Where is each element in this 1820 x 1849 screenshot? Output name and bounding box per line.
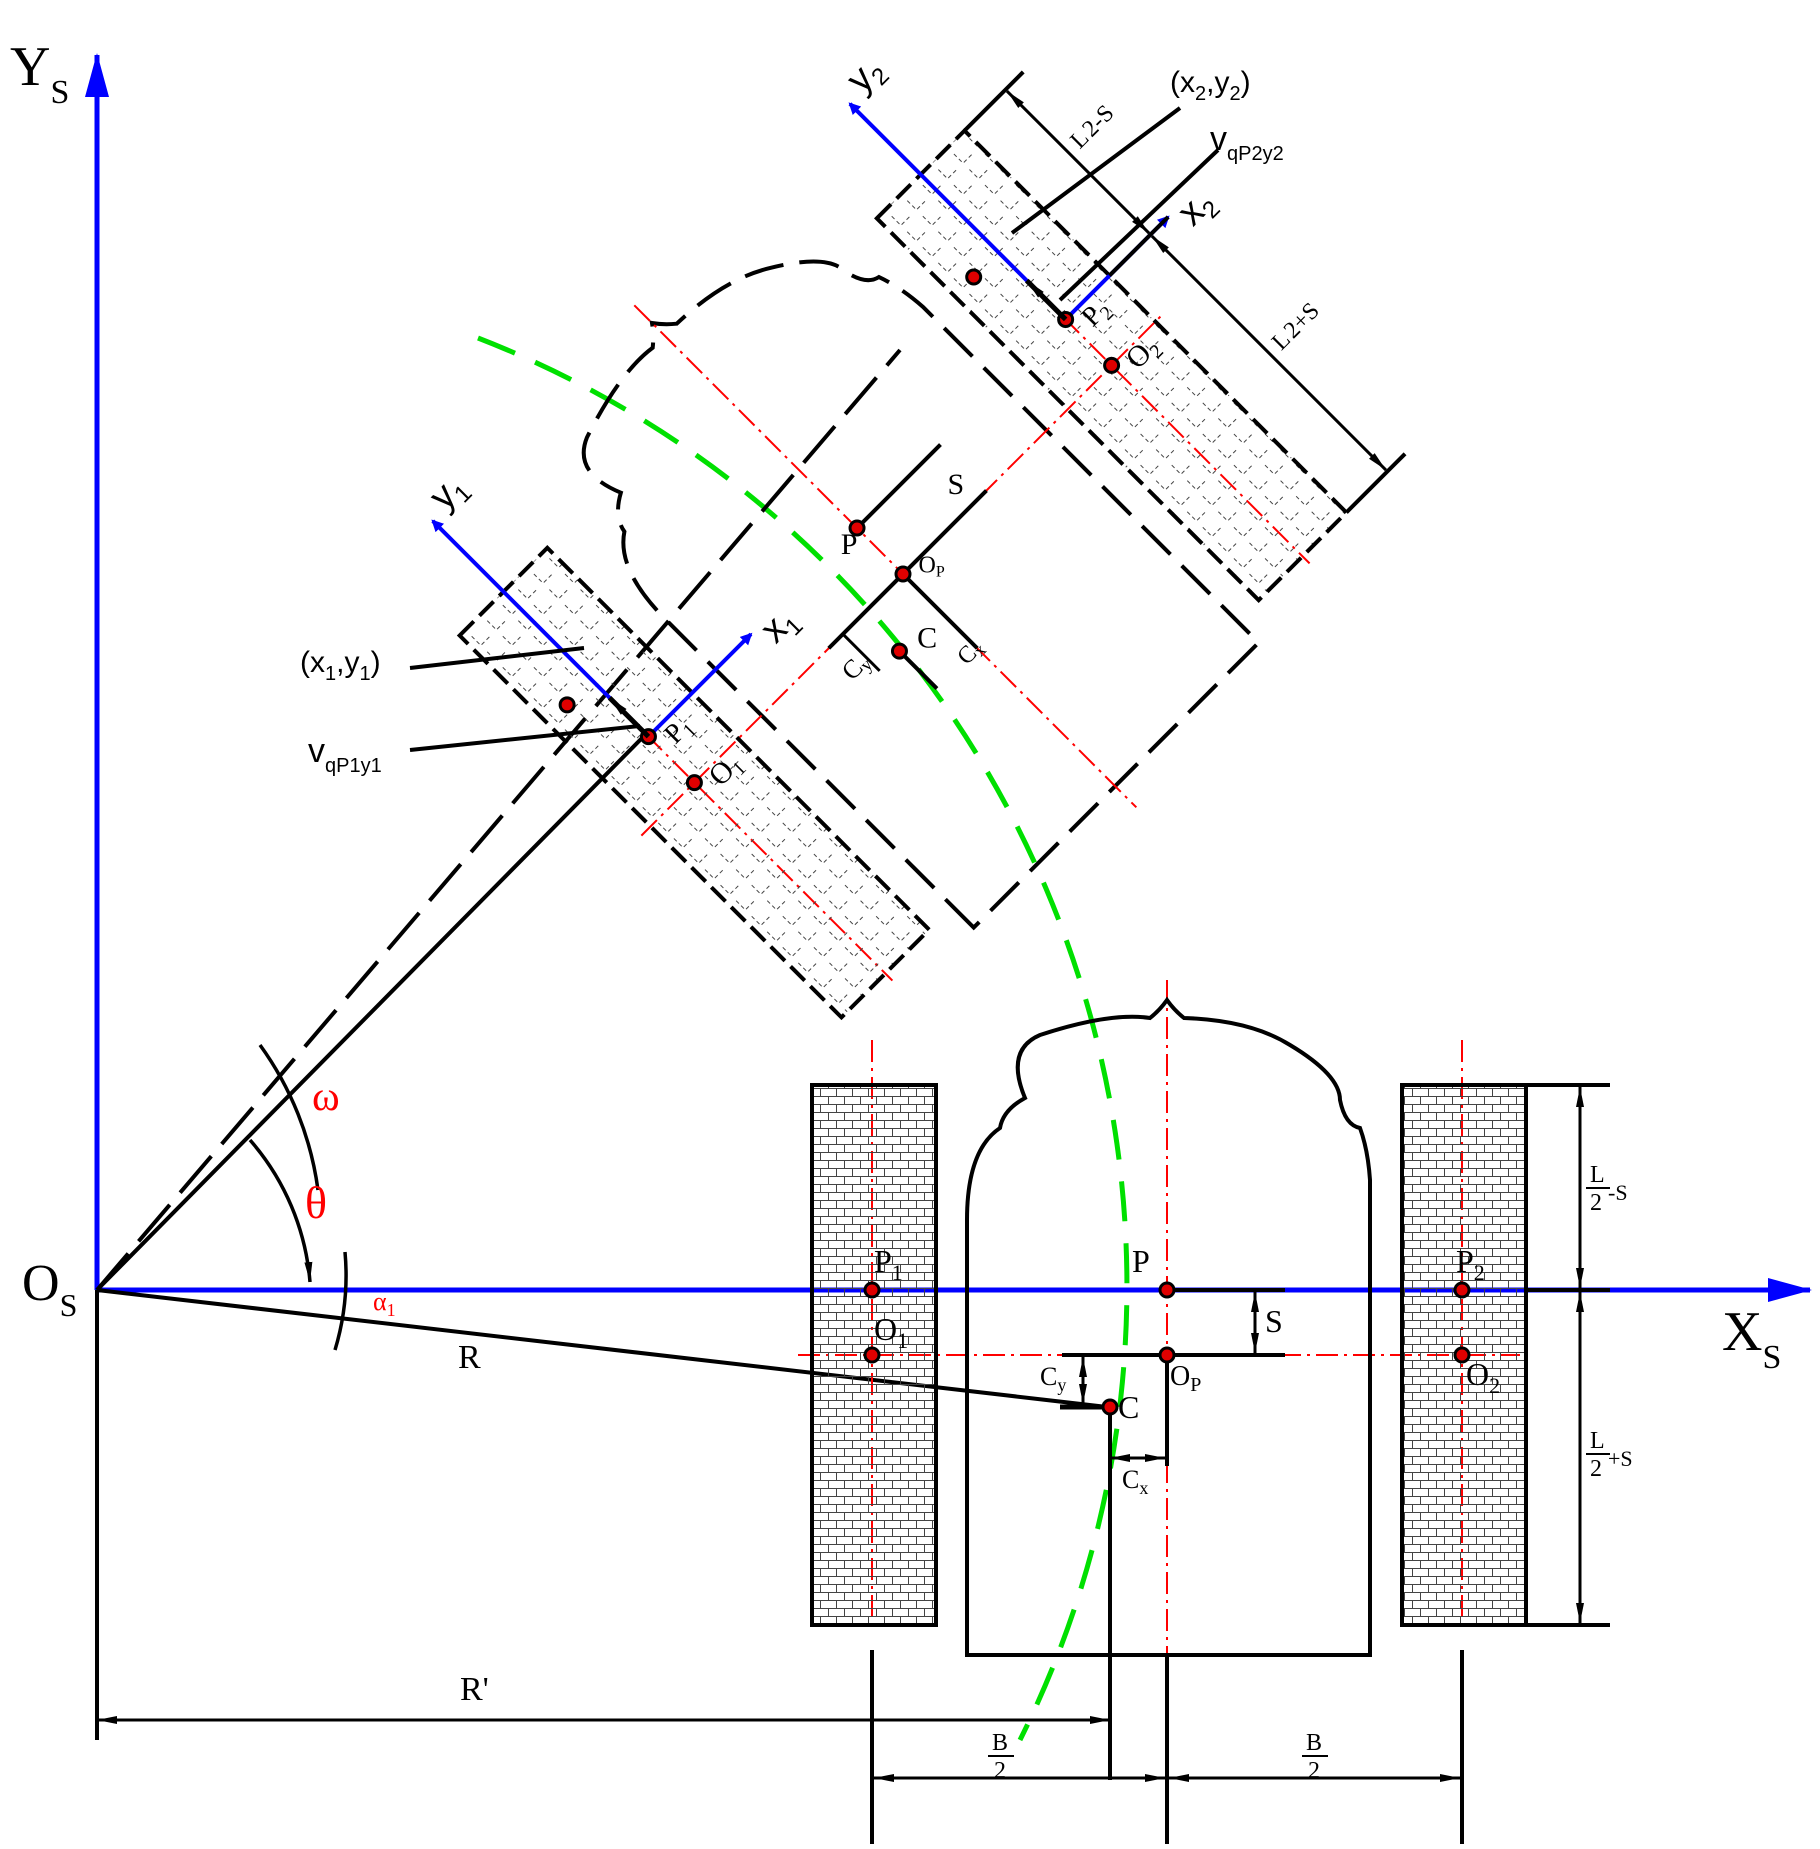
- os-to-p1-ray: [95, 732, 648, 1292]
- straight-p1-label: P1: [874, 1243, 903, 1285]
- rotated-label-l-plus-s: L2+S: [1267, 298, 1325, 356]
- rotated-label-op: OP: [919, 553, 945, 581]
- rotated-centre-dashed-ray: [95, 348, 902, 1292]
- xy2-label: (x2,y2): [1170, 66, 1251, 105]
- r-prime-label: R': [460, 1671, 489, 1708]
- vq1-label: vqP1y1: [308, 732, 382, 777]
- radius-r-line: [96, 1288, 1108, 1409]
- rotated-dim-top-ext: [963, 70, 1025, 133]
- rotated-label-y2: y2: [839, 48, 895, 104]
- fraction-b-right-den: 2: [1308, 1758, 1320, 1784]
- point-c: [1101, 1398, 1119, 1416]
- point-op: [1158, 1346, 1176, 1364]
- fraction-l-minus-s-suffix: -S: [1608, 1180, 1628, 1205]
- straight-vehicle: [798, 980, 1528, 1780]
- xy1-leader: [409, 646, 585, 670]
- rotated-vehicle-centre-line: [633, 304, 1138, 809]
- rotated-point-o1: [685, 774, 703, 792]
- rotated-op-vertical: [901, 572, 979, 650]
- rotated-point-o2: [1103, 356, 1121, 374]
- straight-o1-label: O1: [874, 1311, 908, 1353]
- leader-lines: [409, 106, 1220, 752]
- rotated-l-minus-s-dim: [1005, 89, 1151, 235]
- vehicle-body-outline: [965, 996, 1372, 1657]
- rotated-label-c: C: [917, 622, 937, 655]
- fraction-l-plus-s-den: 2: [1590, 1456, 1602, 1482]
- r-label: R: [458, 1339, 481, 1376]
- fraction-b-left-den: 2: [994, 1758, 1006, 1784]
- xs-label: XS: [1722, 1301, 1781, 1376]
- rotated-label-cy: Cy: [836, 647, 877, 688]
- rotated-cy-line: [841, 633, 881, 672]
- fraction-b-left-num: B: [992, 1730, 1008, 1756]
- rotated-point-c: [890, 642, 908, 660]
- rotated-c-vertical: [898, 649, 939, 690]
- vq2-leader: [1058, 148, 1220, 302]
- rotated-point-xy1: [558, 696, 576, 714]
- fraction-b-left: B 2: [988, 1730, 1014, 1784]
- fraction-l-plus-s-num: L: [1590, 1428, 1605, 1454]
- x1-axis: [647, 632, 753, 739]
- straight-p-label: P: [1132, 1243, 1150, 1279]
- turning-arc: [477, 335, 1130, 1742]
- point-p: [1158, 1281, 1176, 1299]
- vq2-label: vqP2y2: [1210, 120, 1284, 165]
- point-p1: [863, 1281, 881, 1299]
- omega-label: ω: [312, 1074, 340, 1120]
- fraction-l-minus-s-den: 2: [1590, 1190, 1602, 1216]
- omega-arc: [258, 1043, 320, 1191]
- xy2-leader: [1010, 106, 1182, 235]
- fraction-b-right-num: B: [1306, 1730, 1322, 1756]
- straight-op-label: OP: [1170, 1361, 1201, 1396]
- rotated-label-s: S: [948, 468, 965, 501]
- vq1-vector: [607, 695, 651, 739]
- vq2-vector: [1024, 278, 1068, 322]
- fraction-b-right: B 2: [1302, 1730, 1328, 1784]
- alpha-label: α1: [373, 1287, 396, 1320]
- alpha-arc: [333, 1251, 348, 1351]
- angle-lines: [95, 348, 1108, 1409]
- rotated-label-x1: x1: [752, 598, 808, 654]
- rotated-body-outline: [581, 259, 1262, 931]
- rotated-p-offset: [855, 443, 942, 530]
- point-o2: [1453, 1346, 1471, 1364]
- dimensions: [97, 1083, 1610, 1844]
- straight-c-label: C: [1118, 1389, 1139, 1425]
- rotated-point-op: [894, 565, 912, 583]
- straight-s-label: S: [1265, 1303, 1283, 1339]
- rotated-label-y1: y1: [421, 466, 477, 522]
- rotated-dim-axis-ext: [1108, 215, 1170, 278]
- straight-o2-label: O2: [1466, 1356, 1500, 1398]
- fraction-l-plus-s-suffix: +S: [1608, 1446, 1633, 1471]
- ys-label: YS: [10, 36, 69, 111]
- straight-p2-label: P2: [1456, 1243, 1485, 1285]
- straight-cx-label: Cx: [1122, 1465, 1148, 1498]
- point-o1: [863, 1346, 881, 1364]
- global-axes: [85, 53, 1812, 1740]
- os-label: OS: [22, 1255, 77, 1323]
- rotated-dim-bottom-ext: [1344, 452, 1407, 514]
- rotated-label-l-minus-s: L2-S: [1066, 100, 1120, 154]
- rotated-point-p: [848, 519, 866, 537]
- vq1-leader: [409, 724, 641, 752]
- rotated-l-plus-s-dim: [1150, 234, 1388, 472]
- rotated-point-xy2: [965, 268, 983, 286]
- xy1-label: (x1,y1): [300, 646, 381, 685]
- fraction-l-plus-s: L 2 +S: [1586, 1428, 1633, 1482]
- labels: YS XS OS ω θ α1 R R' P1 O1 P OP C S Cy C…: [10, 36, 1781, 1784]
- point-p2: [1453, 1281, 1471, 1299]
- theta-arc: [248, 1138, 313, 1283]
- rotated-label-p: P: [841, 528, 858, 561]
- fraction-l-minus-s: L 2 -S: [1586, 1162, 1628, 1216]
- straight-cy-label: Cy: [1040, 1362, 1066, 1395]
- rotated-vehicle: P OP C S Cy Cx P1 O1 P2 O2 y1 x1 y2 x2 L…: [421, 48, 1407, 1021]
- fraction-l-minus-s-num: L: [1590, 1162, 1605, 1188]
- theta-label: θ: [305, 1177, 327, 1228]
